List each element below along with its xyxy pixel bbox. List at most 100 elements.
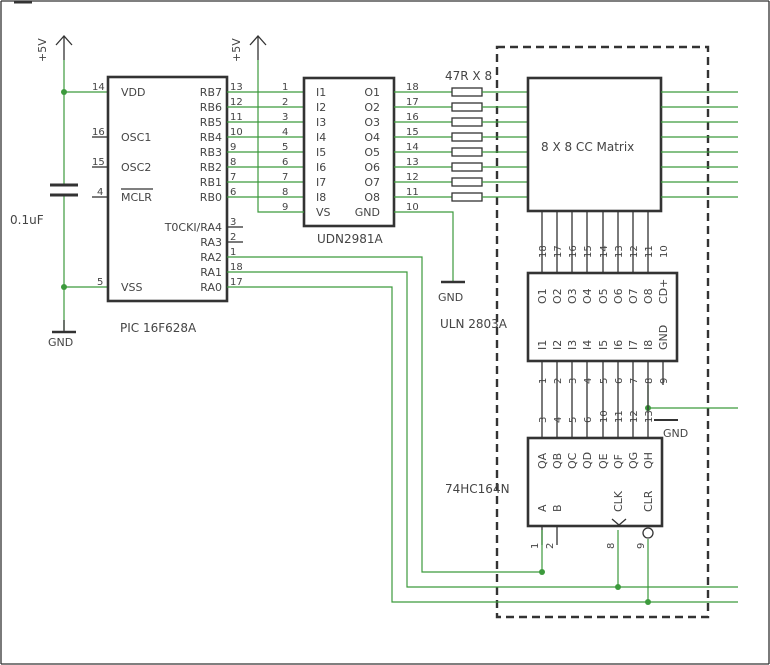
sr-name: 74HC164N: [445, 482, 510, 496]
pic-pin-ra0: RA0: [200, 281, 222, 294]
pic-right-pins: 13RB712RB611RB510RB49RB38RB27RB16RB03T0C…: [164, 82, 304, 294]
uln-pin-o7: O7: [627, 288, 640, 304]
pic-pin-ra2: RA2: [200, 251, 222, 264]
pic-pin-rb2: RB2: [200, 161, 222, 174]
svg-text:14: 14: [92, 82, 105, 93]
power-section: +5V 0.1uF GND: [10, 35, 108, 349]
vcc-label-2: +5V: [230, 38, 243, 62]
udn-pin-o1: O1: [364, 86, 380, 99]
uln-in-num-1: 1: [538, 378, 549, 384]
sr-pin-qc: QC: [566, 452, 579, 469]
udn-name: UDN2981A: [317, 232, 384, 246]
svg-text:4: 4: [97, 187, 103, 198]
udn-pin-o4: O4: [364, 131, 380, 144]
sr-pin-clk: CLK: [612, 490, 625, 512]
sr-bot-num-1: 1: [530, 543, 541, 549]
sr-pin-qd: QD: [581, 452, 594, 469]
uln-in-num-8: 8: [644, 378, 655, 384]
pic-pin-osc1: 16 OSC1: [92, 127, 151, 144]
matrix-pin-18: 18: [538, 245, 549, 258]
udn-in-num-9: 9: [282, 202, 288, 213]
udn-out-num-11: 11: [406, 187, 419, 198]
pic-pin-num-1: 1: [230, 247, 236, 258]
resistor-7: [451, 177, 483, 187]
capacitor-symbol: [50, 183, 78, 197]
uln-in-num-7: 7: [629, 378, 640, 384]
uln-in-i5: I5: [597, 340, 610, 350]
uln-pin-cdplus: CD+: [657, 279, 670, 304]
svg-text:VDD: VDD: [121, 86, 145, 99]
sr-pin-num-13: 13: [644, 410, 655, 423]
resistor-2: [451, 102, 483, 112]
udn-pin-i1: I1: [316, 86, 326, 99]
pic-pin-num-12: 12: [230, 97, 243, 108]
svg-text:15: 15: [92, 157, 105, 168]
svg-text:MCLR: MCLR: [121, 191, 152, 204]
svg-text:VSS: VSS: [121, 281, 143, 294]
pic-pin-rb6: RB6: [200, 101, 222, 114]
uln-in-i2: I2: [551, 340, 564, 350]
sr-pin-a: A: [536, 504, 549, 512]
uln-in-i4: I4: [581, 340, 594, 350]
svg-text:16: 16: [92, 127, 105, 138]
sr-pin-b: B: [551, 504, 564, 512]
udn-in-num-7: 7: [282, 172, 288, 183]
pic-pin-rb7: RB7: [200, 86, 222, 99]
pic-pin-num-10: 10: [230, 127, 243, 138]
sr-pin-qb: QB: [551, 453, 564, 469]
sr-pin-qe: QE: [597, 453, 610, 469]
sr-bot-num-9: 9: [636, 543, 647, 549]
uln-pin-o4: O4: [581, 288, 594, 304]
udn-out-num-14: 14: [406, 142, 419, 153]
udn-pin-o6: O6: [364, 161, 380, 174]
sr-pin-num-10: 10: [599, 410, 610, 423]
udn-pin-i3: I3: [316, 116, 326, 129]
svg-text:OSC1: OSC1: [121, 131, 151, 144]
sr-pin-qh: QH: [642, 452, 655, 469]
pic-pin-osc2: 15 OSC2: [92, 157, 151, 174]
udn-pin-gnd: GND: [355, 206, 380, 219]
matrix-pin-16: 16: [568, 245, 579, 258]
uln-in-i6: I6: [612, 340, 625, 350]
pic-pin-num-18: 18: [230, 262, 243, 273]
pic-left-pins: 14 VDD 16 OSC1 15 OSC2 4 MCLR 5 VSS: [92, 82, 153, 294]
pic-pin-num-13: 13: [230, 82, 243, 93]
pic-pin-num-8: 8: [230, 157, 236, 168]
uln-in-gnd: GND: [657, 325, 670, 350]
matrix-pin-11: 11: [644, 245, 655, 258]
uln-in-num-4: 4: [583, 378, 594, 384]
udn-in-num-4: 4: [282, 127, 288, 138]
udn-in-num-6: 6: [282, 157, 288, 168]
udn-in-num-1: 1: [282, 82, 288, 93]
udn-in-num-2: 2: [282, 97, 288, 108]
uln-pin-o1: O1: [536, 288, 549, 304]
sr-pin-num-5: 5: [568, 417, 579, 423]
udn-out-num-10: 10: [406, 202, 419, 213]
gnd-label-3: GND: [663, 427, 688, 440]
uln-pin-o3: O3: [566, 288, 579, 304]
resistor-label: 47R X 8: [445, 69, 492, 83]
pic-pin-rb1: RB1: [200, 176, 222, 189]
sr-pin-clr: CLR: [642, 490, 655, 512]
resistor-3: [451, 117, 483, 127]
udn-pin-o3: O3: [364, 116, 380, 129]
sr-pin-qg: QG: [627, 452, 640, 469]
sr-pin-num-12: 12: [629, 410, 640, 423]
uln-in-num-6: 6: [614, 378, 625, 384]
sr-pin-qa: QA: [536, 452, 549, 469]
matrix-pin-13: 13: [614, 245, 625, 258]
uln-pin-o8: O8: [642, 288, 655, 304]
gnd-label-2: GND: [438, 291, 463, 304]
pic-pin-num-6: 6: [230, 187, 236, 198]
uln-in-i1: I1: [536, 340, 549, 350]
pic-pin-num-17: 17: [230, 277, 243, 288]
uln-in-num-9: 9: [659, 378, 670, 384]
udn-pin-i6: I6: [316, 161, 326, 174]
uln-pin-o2: O2: [551, 288, 564, 304]
sr-pin-num-6: 6: [583, 417, 594, 423]
